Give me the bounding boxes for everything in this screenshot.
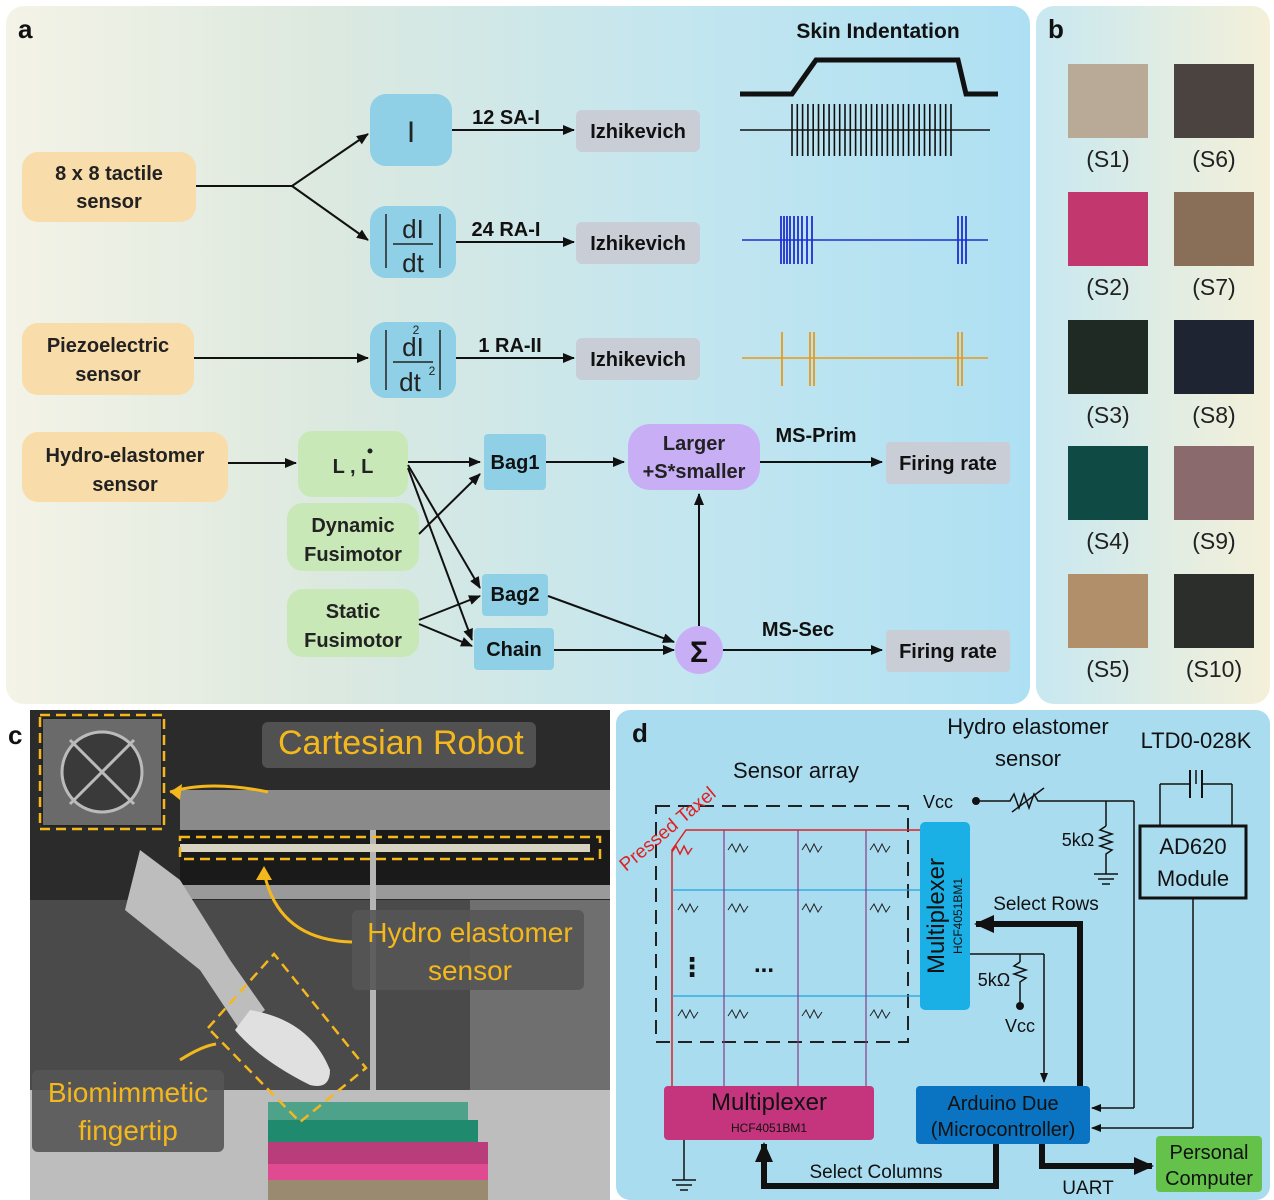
texture-swatch	[1174, 574, 1254, 648]
ms-prim-label: MS-Prim	[775, 425, 856, 447]
tactile-to-derivative-arrow	[292, 186, 368, 240]
texture-swatch-label: (S10)	[1169, 656, 1259, 683]
piezo-sensor-line2: sensor	[75, 364, 141, 386]
fingertip-line2: fingertip	[32, 1112, 224, 1150]
texture-swatch-label: (S4)	[1063, 528, 1153, 555]
tactile-to-identity-arrow	[292, 134, 368, 186]
hydro-sensor-line2: sensor	[92, 474, 158, 496]
fingertip-label: Biomimmetic fingertip	[32, 1074, 224, 1150]
sum-symbol: Σ	[690, 636, 708, 669]
panel-d	[616, 710, 1270, 1200]
ra1-label: 24 RA-I	[472, 219, 541, 241]
combine-line2: +S*smaller	[643, 461, 746, 483]
texture-swatch-label: (S3)	[1063, 402, 1153, 429]
bag2-label: Bag2	[491, 584, 540, 606]
panel-c-photo: Cartesian Robot Hydro elastomer sensor B…	[30, 710, 610, 1200]
izhikevich-label-1: Izhikevich	[590, 121, 686, 143]
skin-indentation-title: Skin Indentation	[796, 20, 959, 43]
combine-line1: Larger	[663, 433, 725, 455]
texture-swatch-label: (S5)	[1063, 656, 1153, 683]
texture-swatch	[1174, 192, 1254, 266]
texture-swatch	[1068, 574, 1148, 648]
izhikevich-label-3: Izhikevich	[590, 349, 686, 371]
second-derivative-sup-den: 2	[429, 364, 436, 378]
hydro-elastomer-photo-line1: Hydro elastomer	[356, 914, 584, 952]
panel-d-letter: d	[632, 718, 648, 749]
texture-swatch-label: (S7)	[1169, 274, 1259, 301]
texture-swatch	[1174, 320, 1254, 394]
hydro-elastomer-photo-label: Hydro elastomer sensor	[356, 914, 584, 990]
dynamic-fusimotor-line1: Dynamic	[311, 515, 394, 537]
texture-swatch-label: (S1)	[1063, 146, 1153, 173]
static-to-bag2-arrow	[419, 596, 480, 620]
bag2-to-sum-arrow	[548, 596, 674, 642]
texture-swatch	[1068, 320, 1148, 394]
texture-swatch	[1068, 446, 1148, 520]
second-derivative-sup-num: 2	[413, 323, 420, 337]
ra2-label: 1 RA-II	[478, 335, 541, 357]
panel-c-letter: c	[8, 720, 22, 751]
firing-rate-label-1: Firing rate	[899, 453, 997, 475]
texture-swatch	[1068, 64, 1148, 138]
chain-label: Chain	[486, 639, 542, 661]
ra2-spike-train	[782, 332, 962, 386]
second-derivative-den: dt	[399, 367, 421, 397]
hydro-elastomer-photo-line2: sensor	[356, 952, 584, 990]
cartesian-robot-label: Cartesian Robot	[278, 724, 524, 763]
first-derivative-num: dI	[402, 214, 424, 244]
sa1-label: 12 SA-I	[472, 107, 540, 129]
texture-swatch	[1068, 192, 1148, 266]
ms-sec-label: MS-Sec	[762, 619, 834, 641]
firing-rate-label-2: Firing rate	[899, 641, 997, 663]
texture-swatch	[1174, 446, 1254, 520]
panel-b-letter: b	[1048, 14, 1064, 45]
dynamic-to-bag1-arrow	[419, 474, 480, 534]
texture-swatch-label: (S9)	[1169, 528, 1259, 555]
length-label: L , L	[333, 456, 374, 478]
identity-symbol: I	[407, 116, 415, 149]
tactile-sensor-line2: sensor	[76, 191, 142, 213]
tactile-sensor-line1: 8 x 8 tactile	[55, 163, 163, 185]
first-derivative-den: dt	[402, 248, 424, 278]
static-fusimotor-line2: Fusimotor	[304, 630, 402, 652]
texture-swatch-label: (S2)	[1063, 274, 1153, 301]
static-to-chain-arrow	[419, 624, 472, 646]
texture-swatch-label: (S8)	[1169, 402, 1259, 429]
dynamic-fusimotor-line2: Fusimotor	[304, 544, 402, 566]
texture-swatch	[1174, 64, 1254, 138]
hydro-sensor-line1: Hydro-elastomer	[46, 445, 205, 467]
piezo-sensor-line1: Piezoelectric	[47, 335, 169, 357]
static-fusimotor-line1: Static	[326, 601, 380, 623]
bag1-label: Bag1	[491, 452, 540, 474]
texture-swatch-label: (S6)	[1169, 146, 1259, 173]
izhikevich-label-2: Izhikevich	[590, 233, 686, 255]
length-dot	[368, 449, 373, 454]
indentation-profile	[740, 60, 998, 94]
fingertip-line1: Biomimmetic	[32, 1074, 224, 1112]
